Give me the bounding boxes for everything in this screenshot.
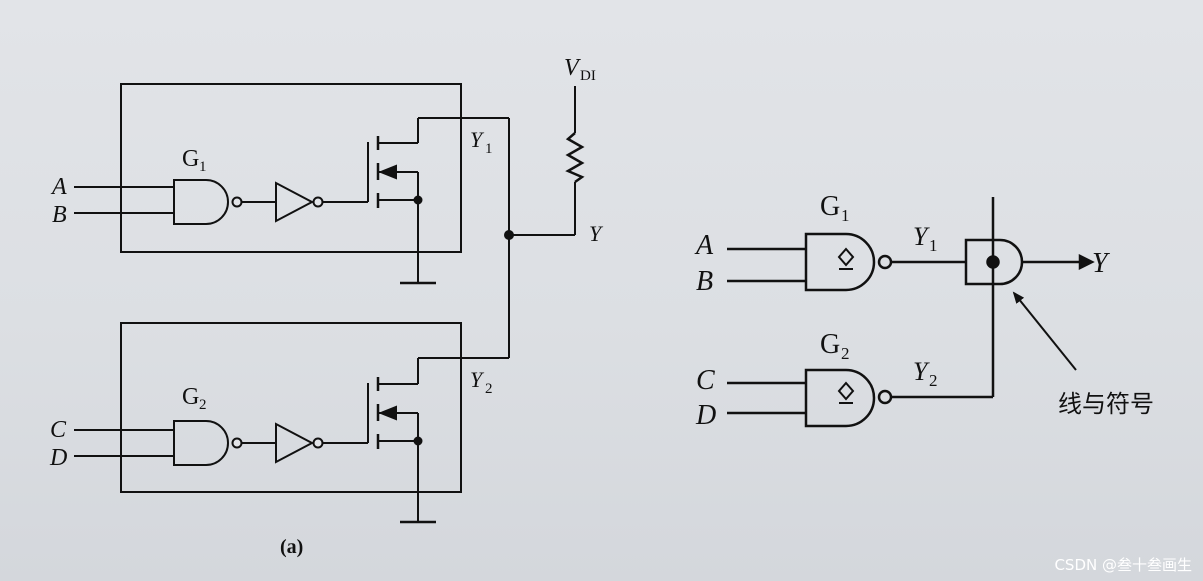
inverter-1 [275,181,315,223]
inverter-2 [275,422,315,464]
wired-and-dot [986,255,1000,269]
nand-gate-g2-symbol [804,368,876,428]
y2-symbol-label: Y [913,357,930,386]
input-c-symbol-label: C [696,365,715,396]
nand-bubble-g1 [231,196,243,208]
labels-symbol: G 1 A B Y 1 Y G 2 C D Y 2 线与符号 [694,191,1154,431]
wired-and-gate [964,238,1024,286]
gate-g2-symbol-sub: 2 [841,344,850,363]
input-b-label: B [52,202,67,228]
open-drain-circuit-a [74,83,585,524]
gate-g1-sub: 1 [199,159,207,175]
inverter-bubble-1 [312,196,324,208]
input-b-symbol-label: B [696,266,713,297]
output-y-symbol-label: Y [1092,248,1111,279]
gate-g2-symbol-label: G [820,329,840,360]
input-a-symbol-label: A [694,230,714,261]
wired-and-symbol-diagram [727,197,1095,428]
input-d-label: D [49,445,67,471]
vdd-sub-label: DI [580,68,596,84]
gate-g1-label: G [182,146,199,172]
input-d-symbol-label: D [695,400,716,431]
nand-bubble-g2-symbol [877,389,893,405]
inverter-bubble-2 [312,437,324,449]
gate-g1-symbol-sub: 1 [841,206,850,225]
y1-sub: 1 [485,141,493,157]
watermark: CSDN @叁十叁画生 [1054,556,1192,574]
nand-gate-g1 [173,179,229,225]
input-a-label: A [50,174,67,200]
y2-symbol-sub: 2 [929,371,938,390]
package-box-2 [120,322,462,493]
gate-g2-label: G [182,384,199,410]
caption-a: (a) [280,536,303,558]
wired-and-label: 线与符号 [1058,390,1154,418]
pull-up-resistor [565,132,585,184]
gate-g2-sub: 2 [199,397,207,413]
labels-a: V DI G 1 A B Y 1 Y G 2 C D Y 2 (a) [49,55,604,558]
open-drain-icon-g1 [837,247,855,270]
nand-gate-g1-symbol [804,232,876,292]
package-box-1 [120,83,462,253]
open-drain-icon-g2 [837,381,855,404]
nand-gate-g2 [173,420,229,466]
vdd-label: V [564,55,581,81]
output-y-label: Y [589,221,604,246]
y1-symbol-label: Y [913,222,930,251]
y2-label: Y [470,367,485,392]
nand-bubble-g2 [231,437,243,449]
y1-symbol-sub: 1 [929,236,938,255]
y1-label: Y [470,127,485,152]
input-c-label: C [50,417,67,443]
nand-bubble-g1-symbol [877,254,893,270]
gate-g1-symbol-label: G [820,191,840,222]
annotation-arrow [1012,291,1077,371]
y2-sub: 2 [485,381,493,397]
